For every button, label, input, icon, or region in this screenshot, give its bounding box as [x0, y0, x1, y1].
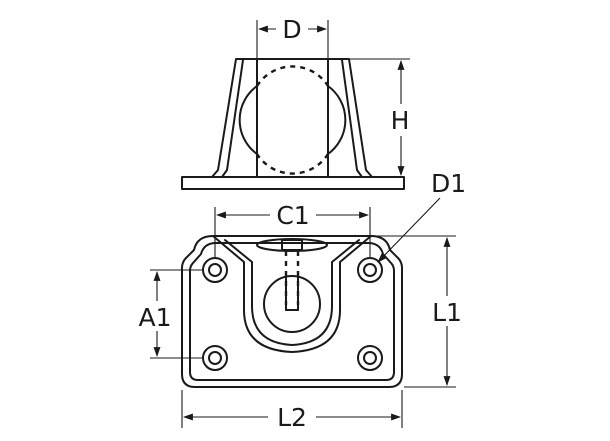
top-view: C1 D1 A1 L1 L2: [134, 169, 468, 432]
side-tube-visible-left: [238, 85, 258, 155]
label-d1: D1: [431, 169, 466, 198]
mount-housing-outer: [212, 235, 372, 353]
label-c1: C1: [276, 201, 309, 230]
label-h: H: [391, 106, 410, 135]
setscrew-head: [281, 239, 303, 251]
label-a1: A1: [138, 303, 171, 332]
label-d: D: [282, 15, 301, 44]
dim-d1-leader: [377, 197, 441, 263]
label-l2: L2: [277, 403, 307, 432]
mounting-hole-top-right: [357, 257, 383, 283]
tube-bore: [263, 275, 321, 333]
side-housing-outer: [211, 58, 373, 178]
side-housing-inner: [221, 59, 363, 178]
mounting-hole-bottom-right: [357, 345, 383, 371]
side-tube-visible-right: [327, 85, 347, 155]
side-base-plate: [181, 176, 405, 190]
label-l1: L1: [432, 298, 462, 327]
mounting-hole-bottom-left: [202, 345, 228, 371]
side-tube-hidden: [255, 65, 330, 175]
side-view: D H: [181, 14, 414, 190]
mount-housing-inner: [224, 239, 360, 346]
mounting-hole-top-left: [202, 257, 228, 283]
